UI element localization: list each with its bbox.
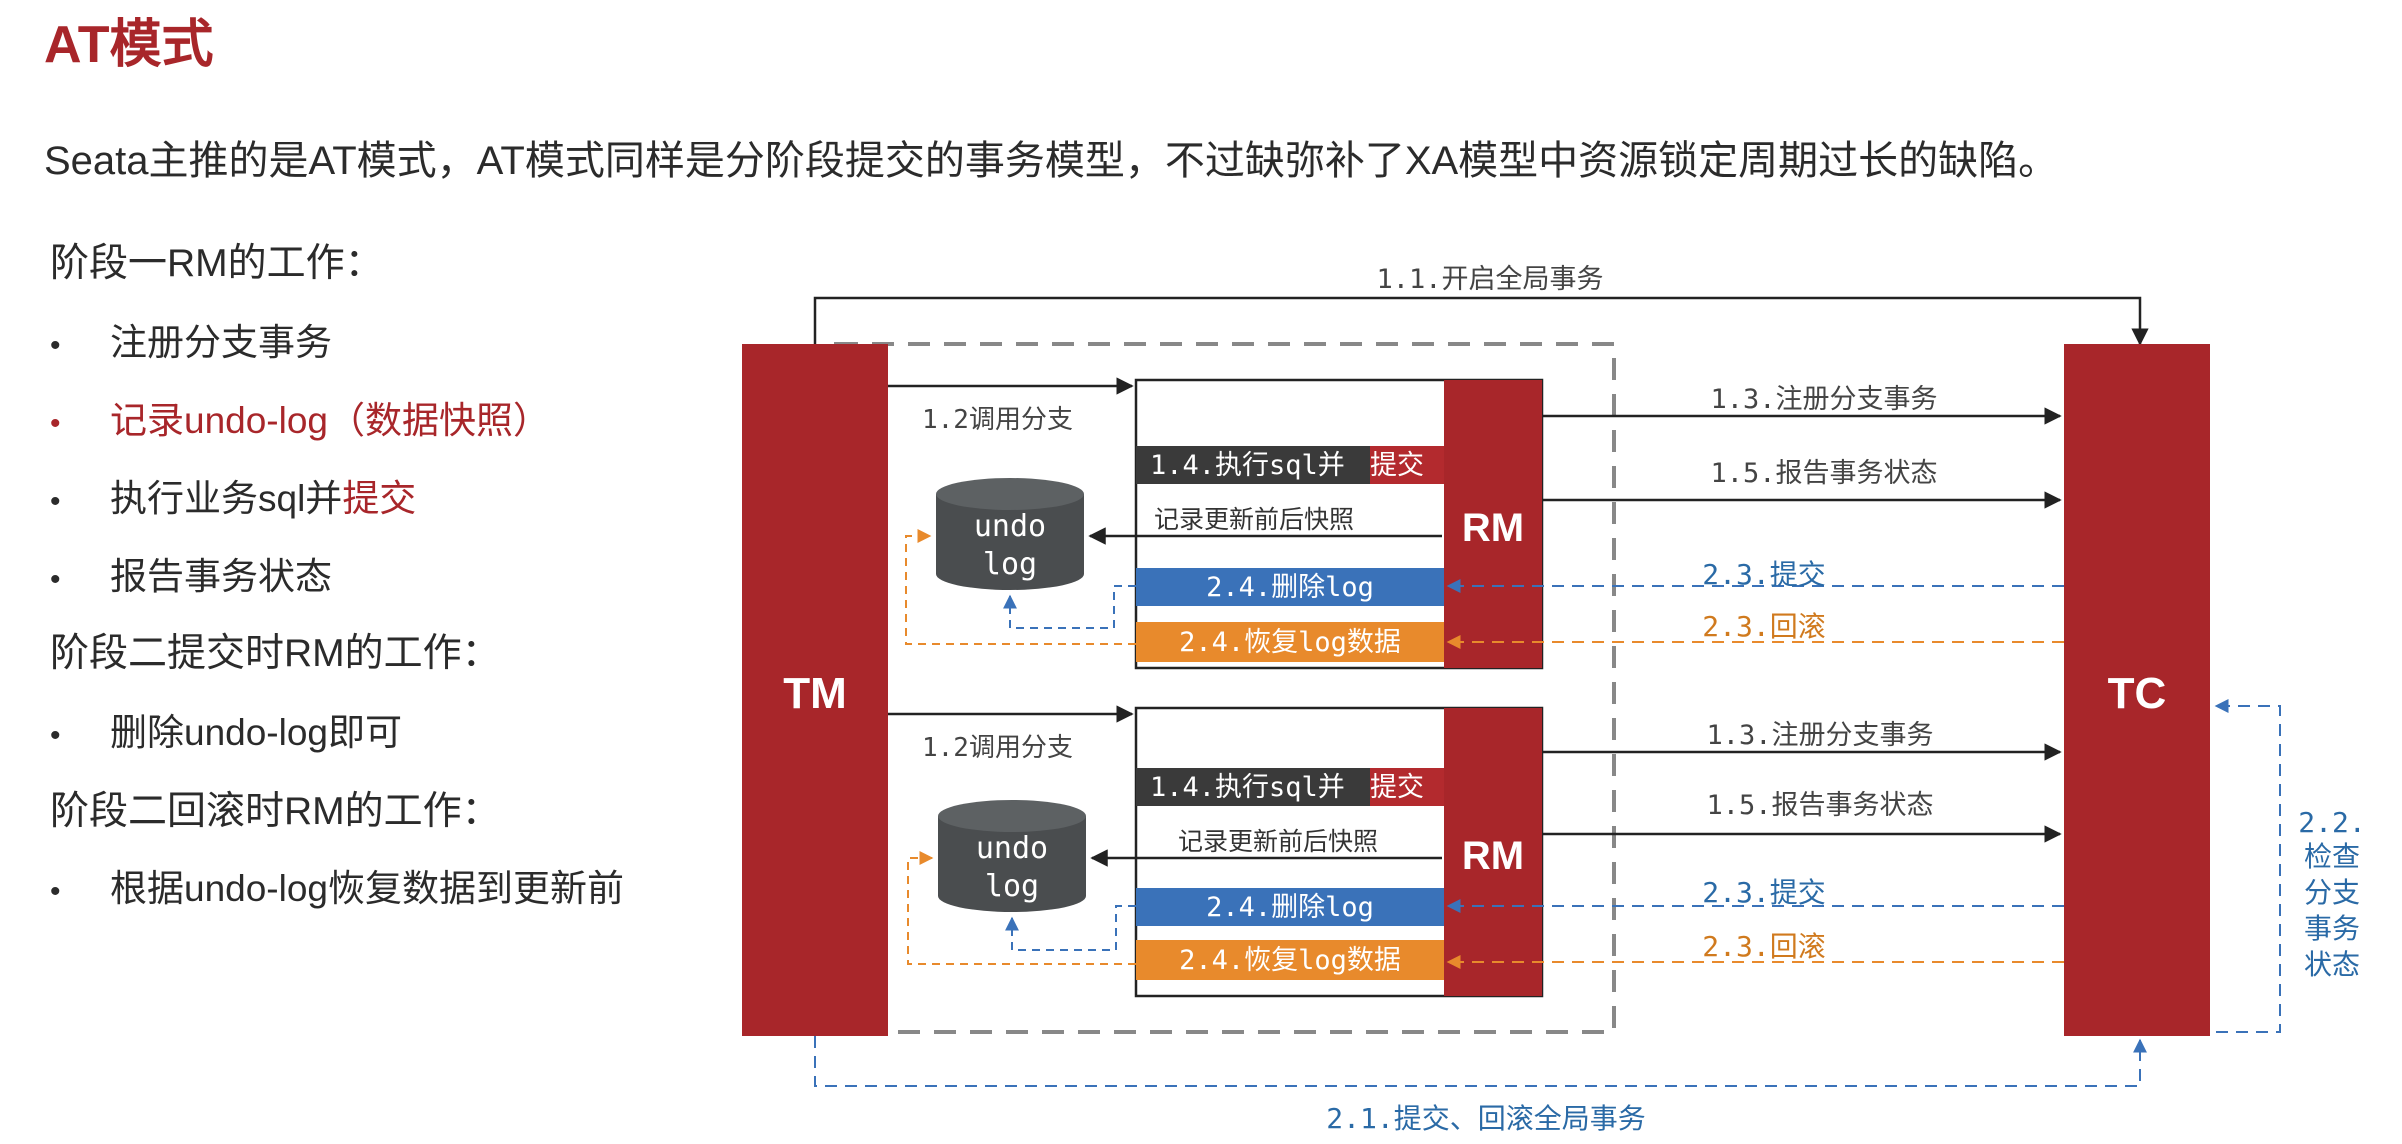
delete-log-label: 2.4.删除log (1206, 572, 1374, 603)
restore-log-bar (1136, 622, 1444, 662)
svg-text:检查: 检查 (2304, 840, 2360, 873)
undo-db-label-line2: log (983, 547, 1037, 582)
bullet-dot: • (50, 563, 61, 596)
phase2-rollback-item: • 根据undo-log恢复数据到更新前 (50, 858, 624, 912)
delete-log-label: 2.4.删除log (1206, 892, 1374, 923)
check-status-arrow (2214, 699, 2281, 1033)
undo-db-label-line2: log (985, 869, 1039, 904)
phase2-commit-label: 删除undo-log即可 (110, 712, 403, 753)
delete-log-bar (1136, 568, 1444, 606)
phase1-item-label: 注册分支事务 (110, 322, 332, 363)
page-title: AT模式 (44, 16, 214, 74)
exec-sql-label: 1.4.执行sql并 (1150, 450, 1345, 481)
bullet-dot: • (50, 719, 61, 752)
phase1-item-undo-log: • 记录undo-log（数据快照） (50, 390, 550, 444)
phase1-item-exec-sql: • 执行业务sql并提交 (50, 468, 416, 522)
undo-db-label-line1: undo (976, 831, 1048, 866)
restore-log-flow (907, 851, 1136, 965)
restore-log-bar (1136, 940, 1444, 980)
tc-label: TC (2108, 669, 2167, 718)
commit-label: 2.3.提交 (1702, 558, 1825, 591)
phase1-item-highlight: 提交 (342, 478, 417, 519)
service-boundary (834, 342, 1616, 1034)
tc-box (2064, 344, 2210, 1036)
bullet-dot: • (50, 407, 61, 440)
rm-box (1444, 708, 1542, 996)
phase1-item-register: • 注册分支事务 (50, 312, 332, 366)
phase2-commit-item: • 删除undo-log即可 (50, 702, 402, 756)
exec-sql-commit-label: 提交 (1370, 772, 1424, 803)
phase1-item-label: 记录undo-log（数据快照） (110, 400, 551, 441)
exec-sql-commit-bg (1370, 768, 1444, 806)
phase1-heading: 阶段一RM的工作： (50, 242, 384, 285)
bullet-dot: • (50, 329, 61, 362)
phase1-item-label: 报告事务状态 (110, 556, 332, 597)
phase2-rollback-heading: 阶段二回滚时RM的工作： (50, 790, 501, 833)
branch-upper: 1.2调用分支 RM 1.4.执行sql并 提交 记录更新前后快照 2.4.删除… (888, 377, 2064, 670)
begin-global-arrow (813, 296, 2149, 346)
rm-label: RM (1462, 506, 1524, 550)
record-snapshot-label: 记录更新前后快照 (1154, 505, 1354, 534)
bullet-dot: • (50, 875, 61, 908)
begin-global-label: 1.1.开启全局事务 (1376, 264, 1603, 295)
report-status-label: 1.5.报告事务状态 (1706, 790, 1933, 821)
svg-text:状态: 状态 (2304, 948, 2360, 981)
svg-text:2.2.: 2.2. (2298, 806, 2365, 839)
exec-sql-commit-bg (1370, 446, 1444, 484)
delete-log-flow (1003, 585, 1136, 629)
check-status-label: 2.2. 检查 分支 事务 状态 (2298, 806, 2365, 981)
delete-log-flow (1005, 905, 1136, 951)
register-branch-label: 1.3.注册分支事务 (1710, 384, 1937, 415)
svg-text:事务: 事务 (2304, 912, 2360, 945)
rm-label: RM (1462, 834, 1524, 878)
call-branch-label: 1.2调用分支 (922, 733, 1073, 763)
rm-box (1444, 380, 1542, 668)
tm-box (742, 344, 888, 1036)
exec-sql-label: 1.4.执行sql并 (1150, 772, 1345, 803)
phase2-rollback-label: 根据undo-log恢复数据到更新前 (110, 868, 625, 909)
phase1-item-label: 执行业务sql并 (110, 478, 343, 519)
report-status-label: 1.5.报告事务状态 (1710, 458, 1937, 489)
undo-db-label-line1: undo (974, 509, 1046, 544)
rollback-label: 2.3.回滚 (1702, 610, 1825, 643)
commit-label: 2.3.提交 (1702, 876, 1825, 909)
global-commit-rollback-arrow (814, 1036, 2147, 1087)
restore-log-label: 2.4.恢复log数据 (1179, 627, 1401, 658)
record-snapshot-label: 记录更新前后快照 (1178, 827, 1378, 856)
branch-lower: 1.2调用分支 RM 1.4.执行sql并 提交 记录更新前后快照 2.4.删除… (888, 705, 2064, 998)
intro-text: Seata主推的是AT模式，AT模式同样是分阶段提交的事务模型，不过缺弥补了XA… (44, 139, 2059, 183)
undo-log-db: undo log (936, 478, 1084, 590)
tm-label: TM (783, 669, 847, 718)
register-branch-label: 1.3.注册分支事务 (1706, 720, 1933, 751)
phase2-commit-heading: 阶段二提交时RM的工作： (50, 632, 501, 675)
bullet-dot: • (50, 485, 61, 518)
restore-log-flow (905, 529, 1136, 645)
global-commit-rollback-label: 2.1.提交、回滚全局事务 (1326, 1102, 1645, 1135)
undo-log-db: undo log (938, 800, 1086, 912)
call-branch-label: 1.2调用分支 (922, 405, 1073, 435)
phase1-item-report: • 报告事务状态 (50, 546, 332, 600)
exec-sql-commit-label: 提交 (1370, 450, 1424, 481)
svg-text:分支: 分支 (2304, 876, 2360, 909)
restore-log-label: 2.4.恢复log数据 (1179, 945, 1401, 976)
rollback-label: 2.3.回滚 (1702, 930, 1825, 963)
delete-log-bar (1136, 888, 1444, 926)
